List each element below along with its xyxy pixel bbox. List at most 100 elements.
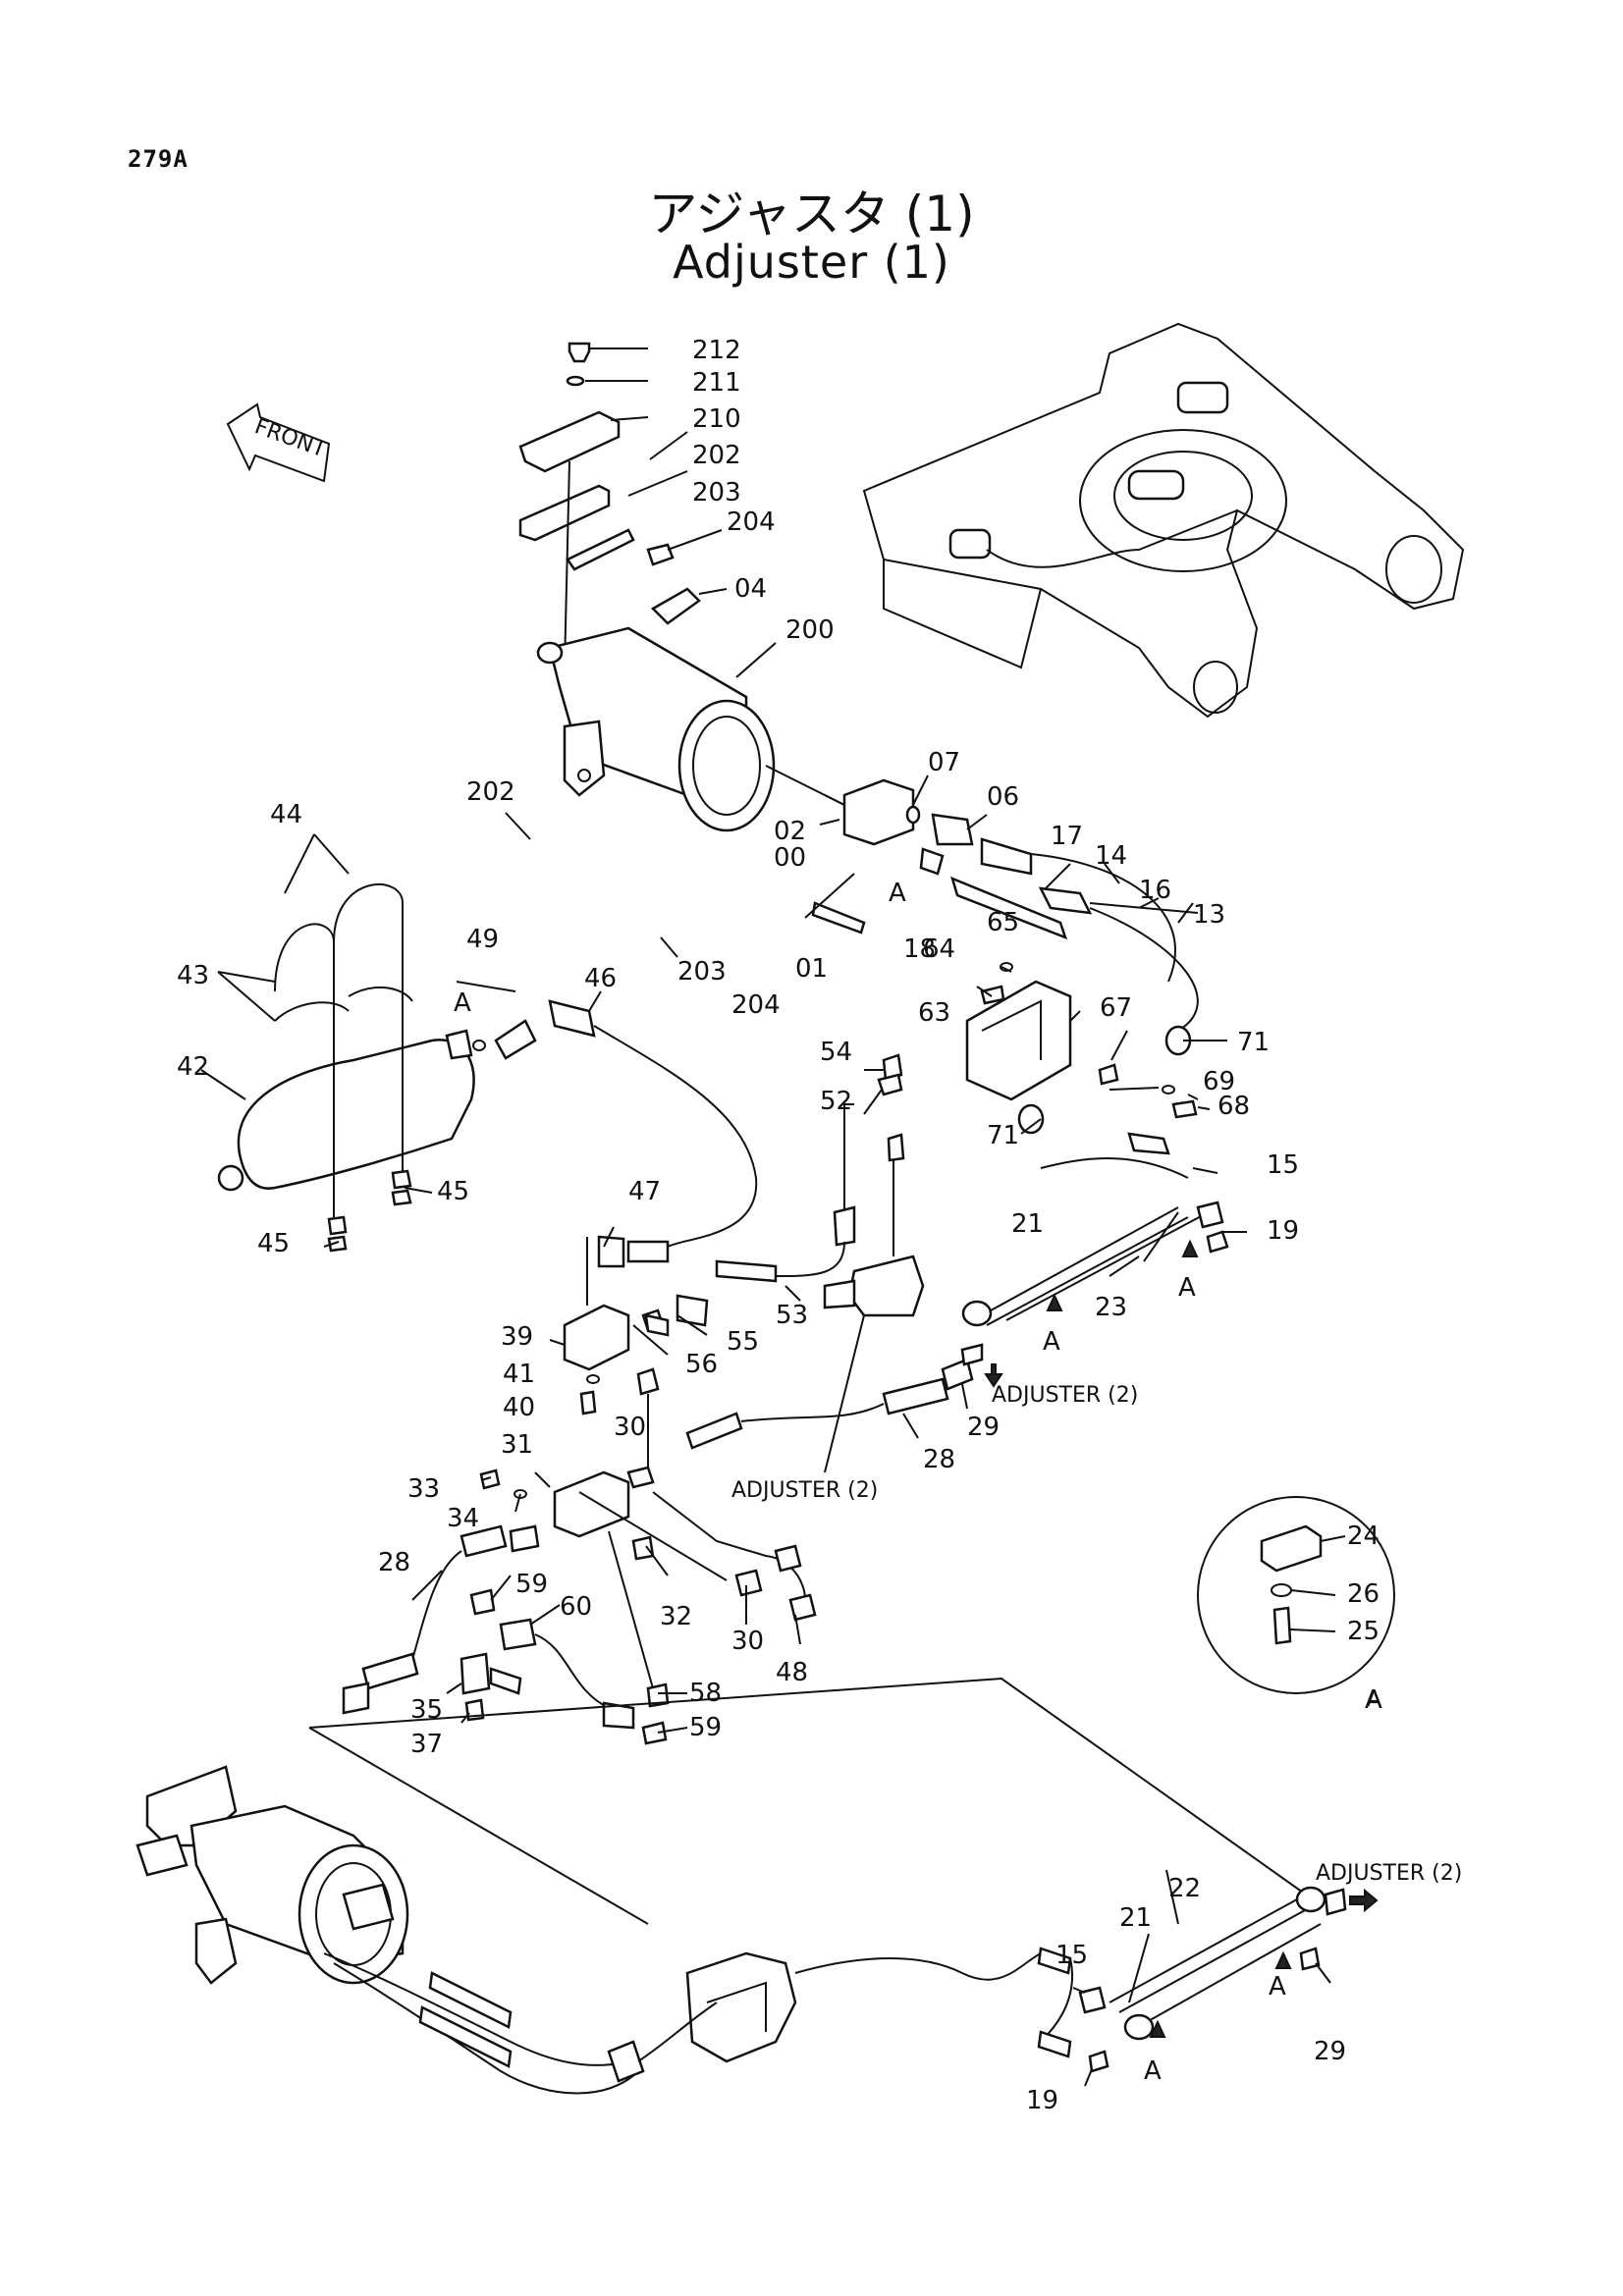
valve-53 <box>644 1053 925 1473</box>
callout-26: 26 <box>1347 1579 1380 1609</box>
callout-a-6: A <box>1144 2056 1162 2086</box>
springs-14-17 <box>950 853 1199 1032</box>
callout-69: 69 <box>1203 1067 1235 1096</box>
bracket-group-top <box>518 342 675 668</box>
callout-45-a: 45 <box>437 1177 469 1206</box>
leader-lines <box>200 431 1346 2087</box>
callout-33: 33 <box>407 1474 440 1504</box>
callout-53: 53 <box>776 1301 808 1330</box>
callout-16: 16 <box>1139 876 1171 905</box>
part-63-bracket <box>965 962 1198 1119</box>
callout-203: 203 <box>692 478 741 507</box>
part-42-accumulator <box>217 883 486 1253</box>
callout-25: 25 <box>1347 1617 1380 1646</box>
callout-40: 40 <box>503 1393 535 1422</box>
callout-71-a: 71 <box>1237 1028 1270 1057</box>
callout-21: 21 <box>1011 1209 1044 1239</box>
callout-64: 64 <box>923 934 955 964</box>
front-arrow-label: FRONT <box>251 414 330 462</box>
callout-17: 17 <box>1051 822 1083 851</box>
callout-23: 23 <box>1095 1293 1127 1322</box>
hose-28-mid <box>685 1343 1003 1450</box>
callout-41: 41 <box>503 1360 535 1389</box>
callout-30-a: 30 <box>614 1413 646 1442</box>
callout-28-a: 28 <box>923 1445 955 1474</box>
callout-a-2: A <box>454 988 471 1018</box>
callout-68: 68 <box>1217 1092 1250 1121</box>
lower-left-fittings <box>342 1524 670 1745</box>
hoses-21-23 <box>961 1132 1229 1327</box>
part-200-cylinder <box>536 626 776 832</box>
callout-a-5: A <box>1365 1685 1382 1715</box>
detail-view-label: A <box>1367 1687 1381 1712</box>
callout-210: 210 <box>692 404 741 434</box>
parts-71-nuts <box>1017 1025 1192 1135</box>
callout-43: 43 <box>177 961 209 990</box>
callout-04: 04 <box>734 574 767 604</box>
hose-46 <box>494 999 758 1268</box>
callout-30-b: 30 <box>731 1627 764 1656</box>
title-english: Adjuster (1) <box>673 236 950 289</box>
part-31-block <box>479 1367 817 1689</box>
connection-line <box>308 1677 1307 1896</box>
callout-14: 14 <box>1095 841 1127 871</box>
callout-45-b: 45 <box>257 1229 290 1258</box>
callout-29: 29 <box>967 1413 1000 1442</box>
ref-adjuster2-a: ADJUSTER (2) <box>992 1383 1138 1408</box>
callout-211: 211 <box>692 368 741 398</box>
machine-frame <box>862 322 1465 719</box>
callout-19-b: 19 <box>1026 2086 1058 2115</box>
callout-22: 22 <box>1168 1874 1201 1903</box>
callout-28-b: 28 <box>378 1548 410 1577</box>
callout-31: 31 <box>501 1430 533 1460</box>
callout-71-b: 71 <box>987 1121 1019 1150</box>
callout-15-b: 15 <box>1055 1941 1088 1970</box>
callout-212: 212 <box>692 336 741 365</box>
callout-46: 46 <box>584 964 617 993</box>
ref-adjuster2-c: ADJUSTER (2) <box>1316 1861 1462 1886</box>
callout-19: 19 <box>1267 1216 1299 1246</box>
callout-32: 32 <box>660 1602 692 1631</box>
callout-a-7: A <box>1269 1972 1286 2002</box>
callout-07: 07 <box>928 748 960 777</box>
callouts: 212 211 210 202 203 204 04 200 07 06 02 … <box>177 336 1382 2115</box>
part-04-sensor <box>650 587 728 625</box>
callout-200: 200 <box>785 615 835 645</box>
callout-34: 34 <box>447 1504 479 1533</box>
callout-65: 65 <box>987 908 1019 937</box>
callout-44: 44 <box>270 800 302 829</box>
callout-a-3: A <box>1178 1273 1196 1303</box>
callout-202: 202 <box>692 441 741 470</box>
callout-63: 63 <box>918 998 950 1028</box>
callout-203-b: 203 <box>677 957 727 987</box>
callout-35: 35 <box>410 1695 443 1725</box>
callout-59-b: 59 <box>689 1713 722 1742</box>
callout-18: 18 <box>903 934 936 964</box>
front-arrow: FRONT <box>226 402 331 483</box>
callout-13: 13 <box>1193 900 1225 930</box>
callout-a-1: A <box>889 879 906 908</box>
callout-204: 204 <box>727 507 776 537</box>
callout-39: 39 <box>501 1322 533 1352</box>
connection-line-2 <box>308 1727 649 1925</box>
lower-assembly <box>135 1765 1379 2095</box>
callout-52: 52 <box>820 1087 852 1116</box>
callout-06: 06 <box>987 782 1019 812</box>
callout-204-b: 204 <box>731 990 781 1020</box>
callout-54: 54 <box>820 1038 852 1067</box>
callout-202-b: 202 <box>466 777 515 807</box>
callout-48: 48 <box>776 1658 808 1687</box>
callout-67: 67 <box>1100 993 1132 1023</box>
callout-49: 49 <box>466 925 499 954</box>
callout-02: 02 <box>774 817 806 846</box>
callout-55: 55 <box>727 1327 759 1357</box>
callout-15: 15 <box>1267 1150 1299 1180</box>
callout-58: 58 <box>689 1679 722 1708</box>
page-number: 279A <box>128 145 189 173</box>
callout-60: 60 <box>560 1592 592 1622</box>
callout-59-a: 59 <box>515 1570 548 1599</box>
callout-47: 47 <box>628 1177 661 1206</box>
callout-24: 24 <box>1347 1522 1380 1551</box>
callout-01: 01 <box>795 954 828 984</box>
